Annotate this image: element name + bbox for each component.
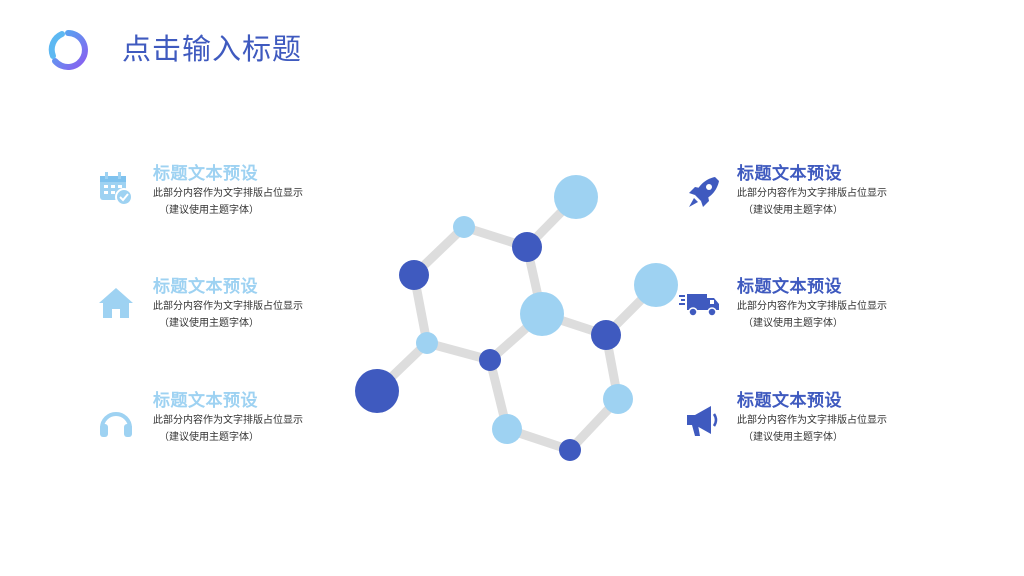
item-description[interactable]: 此部分内容作为文字排版占位显示 [737, 188, 887, 199]
atom [634, 263, 678, 307]
atom [512, 232, 542, 262]
atom [479, 349, 501, 371]
atom [520, 292, 564, 336]
feature-item-right-2: 标题文本预设 此部分内容作为文字排版占位显示 （建议使用主题字体） [679, 276, 917, 331]
megaphone-icon [687, 406, 718, 436]
atom [559, 439, 581, 461]
rocket-icon [689, 177, 719, 207]
item-description[interactable]: 此部分内容作为文字排版占位显示 [153, 415, 303, 426]
item-description[interactable]: 此部分内容作为文字排版占位显示 [737, 415, 887, 426]
item-title[interactable]: 标题文本预设 [153, 391, 258, 411]
delivery-truck-icon [679, 294, 719, 317]
item-title[interactable]: 标题文本预设 [153, 277, 258, 297]
item-note[interactable]: （建议使用主题字体） [743, 432, 843, 443]
logo-ring-icon [48, 30, 88, 70]
item-description[interactable]: 此部分内容作为文字排版占位显示 [737, 301, 887, 312]
atom [591, 320, 621, 350]
page-title[interactable]: 点击输入标题 [122, 32, 303, 66]
feature-item-left-2: 标题文本预设 此部分内容作为文字排版占位显示 （建议使用主题字体） [99, 276, 333, 331]
item-note[interactable]: （建议使用主题字体） [743, 205, 843, 216]
item-title[interactable]: 标题文本预设 [737, 164, 842, 184]
atom [492, 414, 522, 444]
feature-item-left-3: 标题文本预设 此部分内容作为文字排版占位显示 （建议使用主题字体） [100, 390, 333, 445]
atom [416, 332, 438, 354]
feature-item-left-1: 标题文本预设 此部分内容作为文字排版占位显示 （建议使用主题字体） [100, 163, 333, 218]
headphones-icon [100, 412, 132, 437]
calendar-check-icon [100, 172, 133, 206]
item-note[interactable]: （建议使用主题字体） [159, 318, 259, 329]
feature-item-right-3: 标题文本预设 此部分内容作为文字排版占位显示 （建议使用主题字体） [687, 390, 917, 445]
item-title[interactable]: 标题文本预设 [737, 391, 842, 411]
home-icon [99, 288, 133, 318]
atom [355, 369, 399, 413]
feature-item-right-1: 标题文本预设 此部分内容作为文字排版占位显示 （建议使用主题字体） [689, 163, 917, 218]
item-note[interactable]: （建议使用主题字体） [159, 432, 259, 443]
item-description[interactable]: 此部分内容作为文字排版占位显示 [153, 188, 303, 199]
atom [603, 384, 633, 414]
atom [399, 260, 429, 290]
item-title[interactable]: 标题文本预设 [153, 164, 258, 184]
item-description[interactable]: 此部分内容作为文字排版占位显示 [153, 301, 303, 312]
atom [453, 216, 475, 238]
item-title[interactable]: 标题文本预设 [737, 277, 842, 297]
atom [554, 175, 598, 219]
item-note[interactable]: （建议使用主题字体） [159, 205, 259, 216]
item-note[interactable]: （建议使用主题字体） [743, 318, 843, 329]
